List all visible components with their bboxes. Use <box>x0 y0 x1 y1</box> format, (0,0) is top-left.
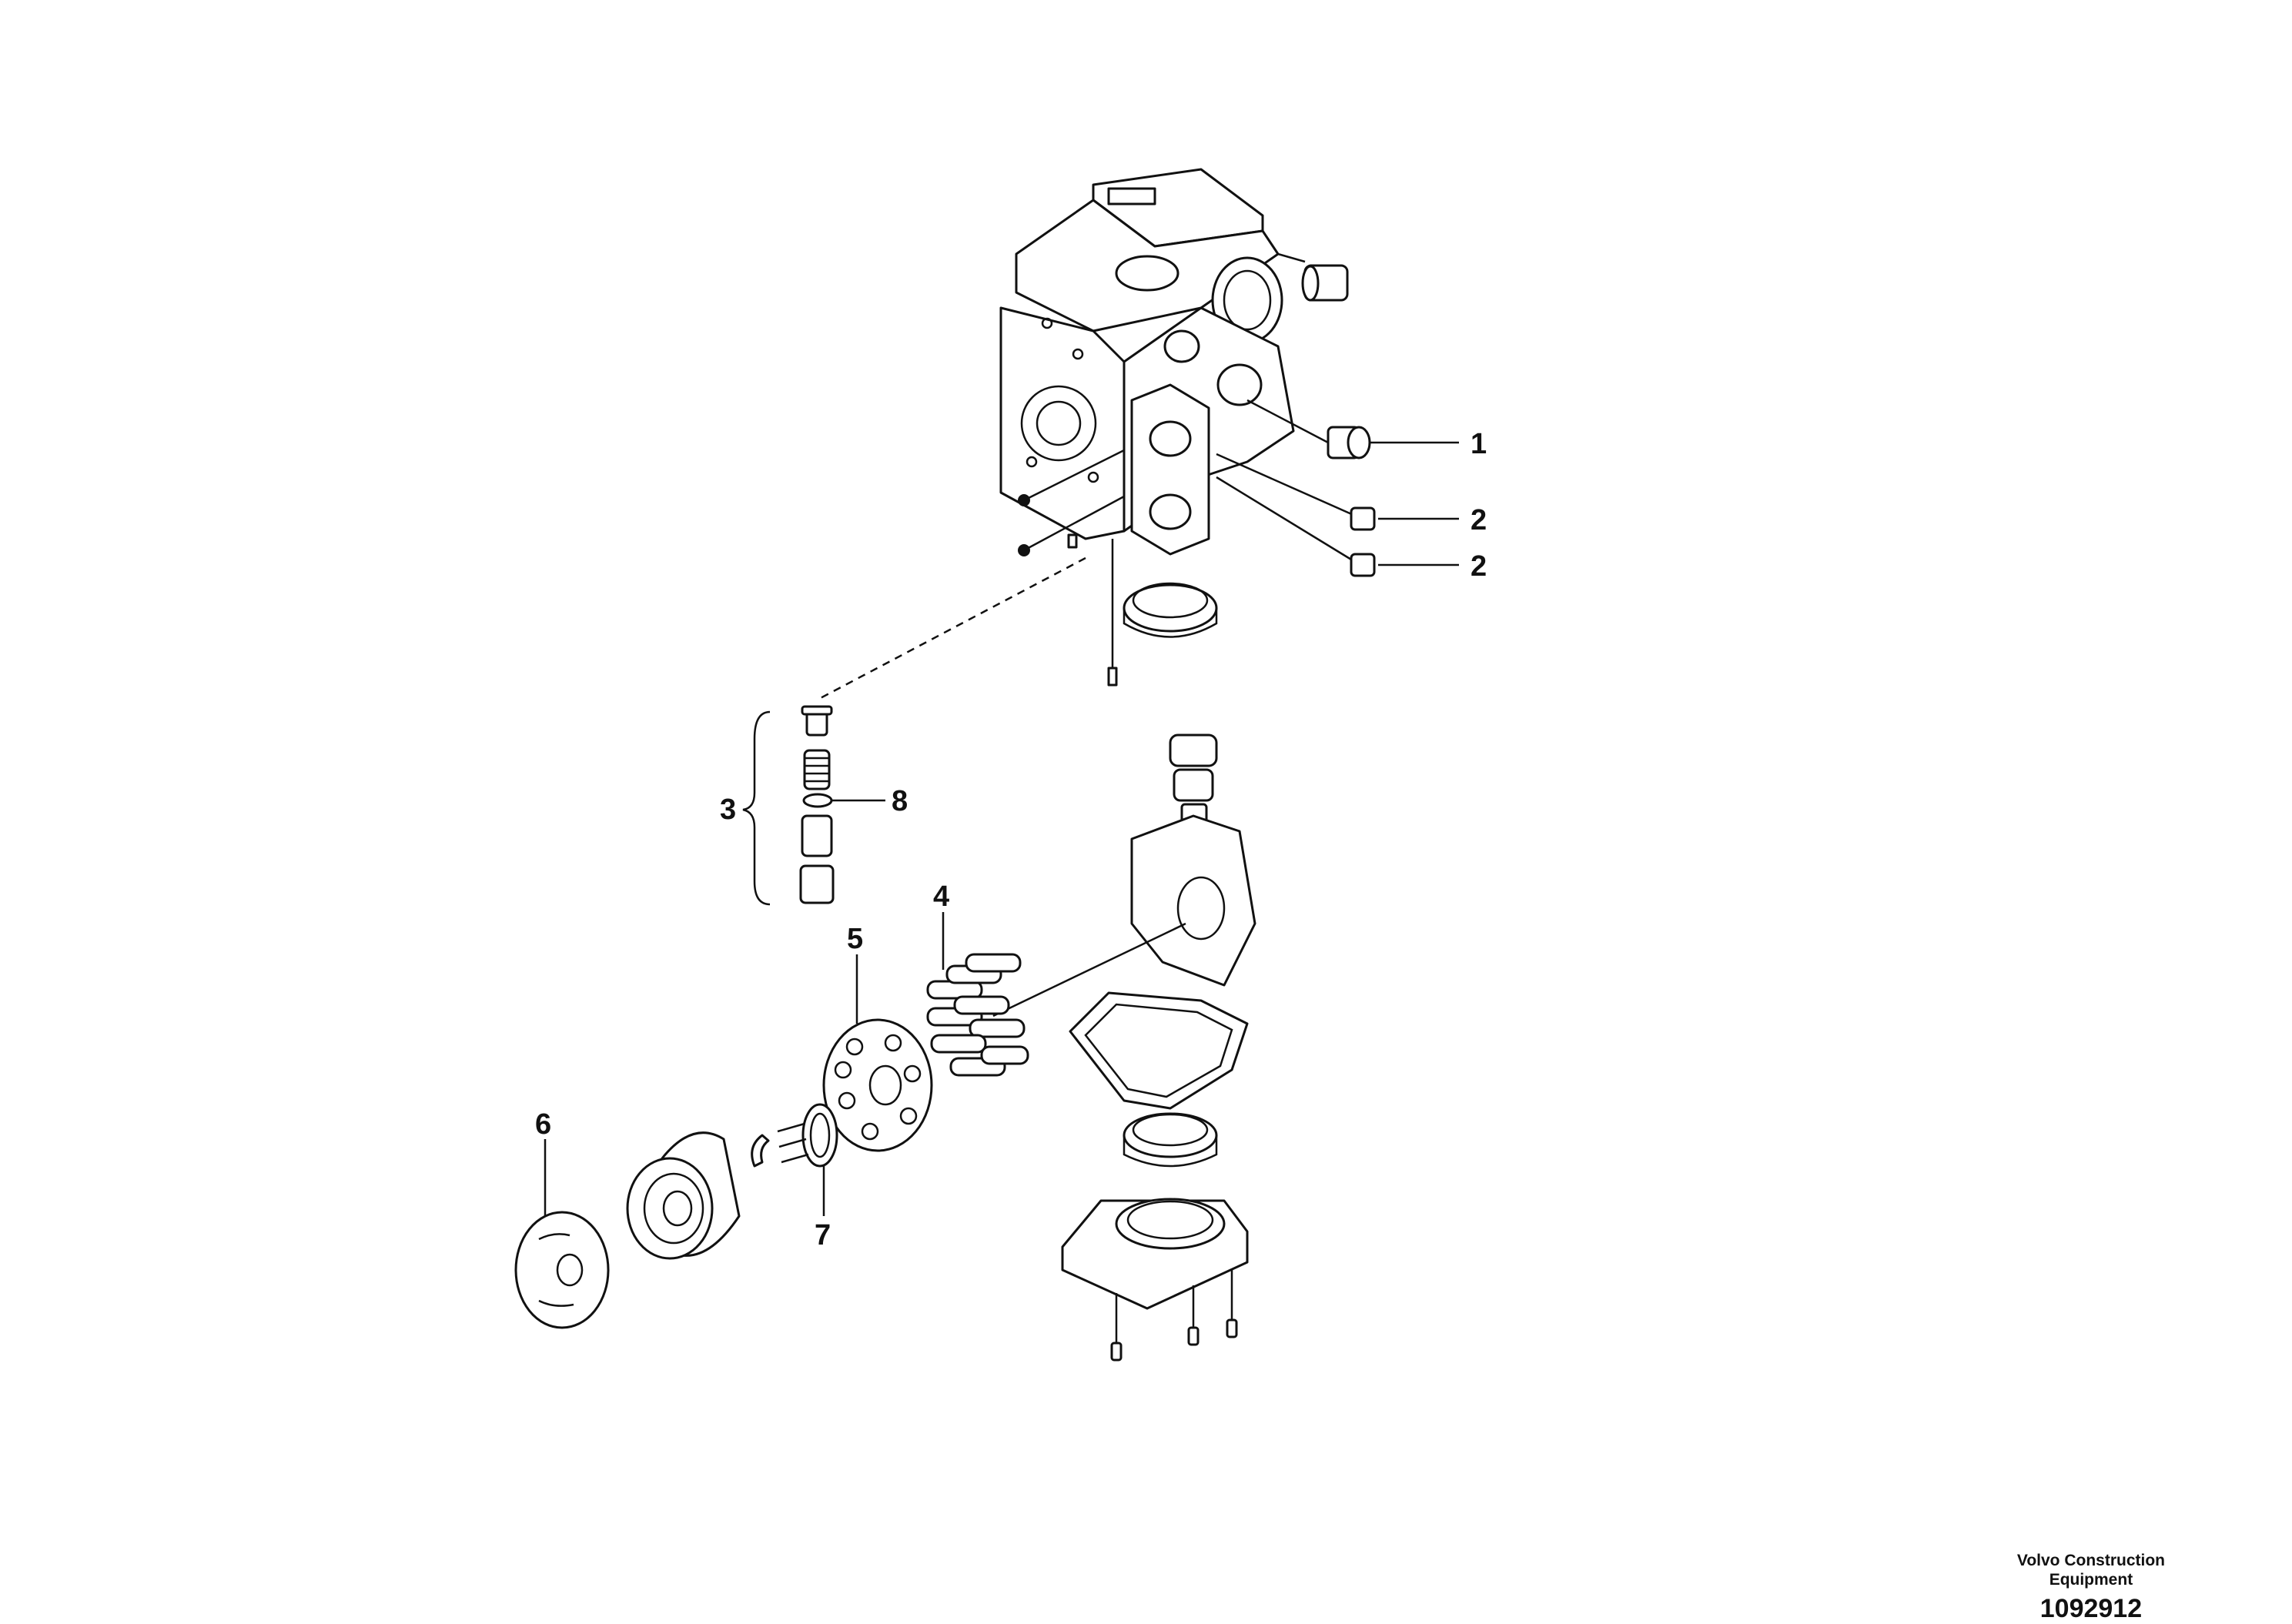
brand-name-line1: Volvo Construction <box>2016 1552 2165 1569</box>
swashplate-assembly <box>1130 733 1256 987</box>
callout-2-lower: 2 <box>1471 550 1487 583</box>
callout-7: 7 <box>815 1219 831 1251</box>
plug-2-lower <box>1216 476 1459 577</box>
end-cover <box>1061 1198 1249 1362</box>
callout-6: 6 <box>535 1108 551 1141</box>
pistons <box>926 953 1029 1077</box>
retainer-plate <box>822 1018 933 1152</box>
document-number: 1092912 <box>2039 1594 2143 1623</box>
valve-kit <box>742 556 1086 906</box>
callout-8: 8 <box>892 785 908 817</box>
callout-3: 3 <box>720 794 736 826</box>
plug-2-upper <box>1216 453 1459 531</box>
callout-5: 5 <box>847 923 863 955</box>
gasket <box>1069 991 1249 1110</box>
callout-labels: 1 2 2 3 4 5 6 7 8 <box>535 428 1487 1251</box>
valve-spring <box>803 749 831 790</box>
bearing-ring <box>1123 582 1218 638</box>
seal-ring <box>801 1103 838 1168</box>
needle-bearing-top <box>1301 264 1349 302</box>
callout-4: 4 <box>933 881 949 913</box>
pump-housing <box>999 168 1295 556</box>
brand-name-line2: Equipment <box>2049 1571 2133 1589</box>
guide-pins <box>751 1122 809 1168</box>
housing-pins <box>1018 449 1125 687</box>
valve-plate <box>514 1211 610 1329</box>
callout-1: 1 <box>1471 428 1487 460</box>
callout-2-upper: 2 <box>1471 504 1487 536</box>
cylinder-block <box>626 1131 741 1260</box>
lower-bearing-ring <box>1123 1112 1218 1168</box>
document-footer: Volvo Construction Equipment 1092912 <box>2017 1551 2165 1624</box>
plug-1 <box>1246 399 1459 459</box>
